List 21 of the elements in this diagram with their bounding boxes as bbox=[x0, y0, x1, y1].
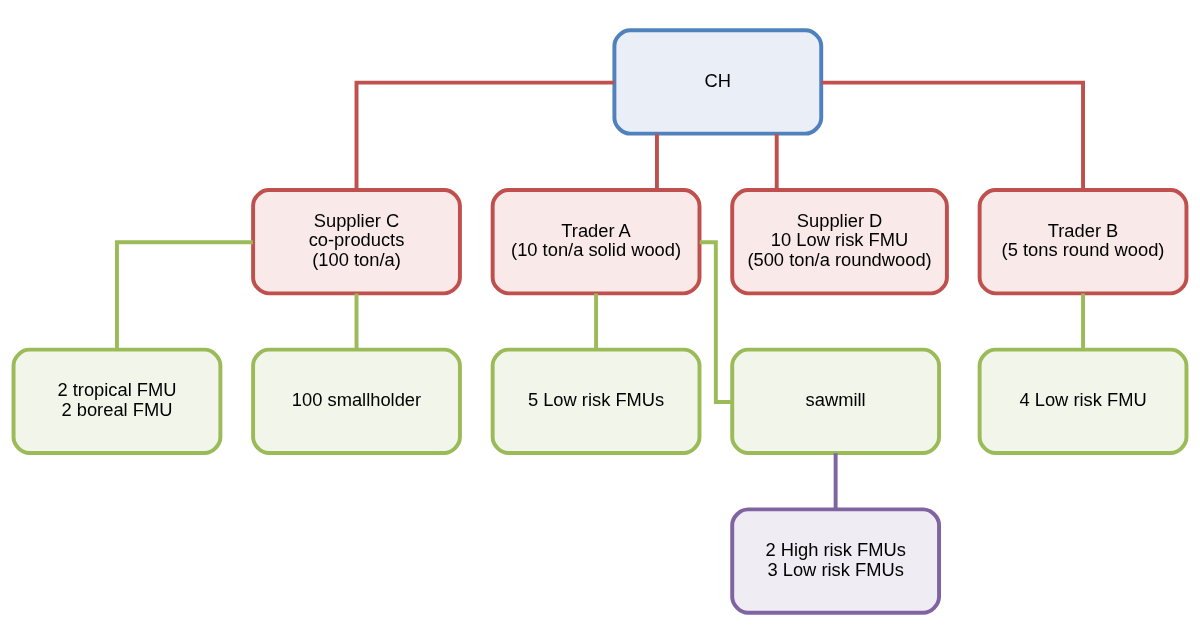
node-box: 4 Low risk FMU bbox=[977, 347, 1189, 455]
connector bbox=[699, 239, 732, 404]
node-box: Supplier D 10 Low risk FMU (500 ton/a roundwood) bbox=[730, 187, 949, 295]
connector bbox=[821, 80, 1085, 190]
connector bbox=[654, 133, 659, 189]
connector bbox=[1081, 293, 1085, 349]
connector bbox=[594, 293, 599, 349]
connector bbox=[354, 80, 615, 190]
node-box: 2 High risk FMUs 3 Low risk FMUs bbox=[730, 506, 941, 615]
node-box: 2 tropical FMU 2 boreal FMU bbox=[11, 347, 223, 455]
node-box: Trader A (10 ton/a solid wood) bbox=[490, 187, 702, 295]
connector bbox=[115, 239, 253, 349]
node-box: Trader B (5 tons round wood) bbox=[977, 187, 1189, 295]
connector bbox=[833, 452, 838, 509]
node-box: 100 smallholder bbox=[251, 347, 462, 455]
connector bbox=[774, 133, 779, 189]
node-box: sawmill bbox=[730, 347, 941, 455]
node-box: 5 Low risk FMUs bbox=[490, 347, 702, 455]
node-box: CH bbox=[612, 27, 824, 136]
node-box: Supplier C co-products (100 ton/a) bbox=[251, 187, 462, 295]
connector bbox=[354, 293, 359, 349]
